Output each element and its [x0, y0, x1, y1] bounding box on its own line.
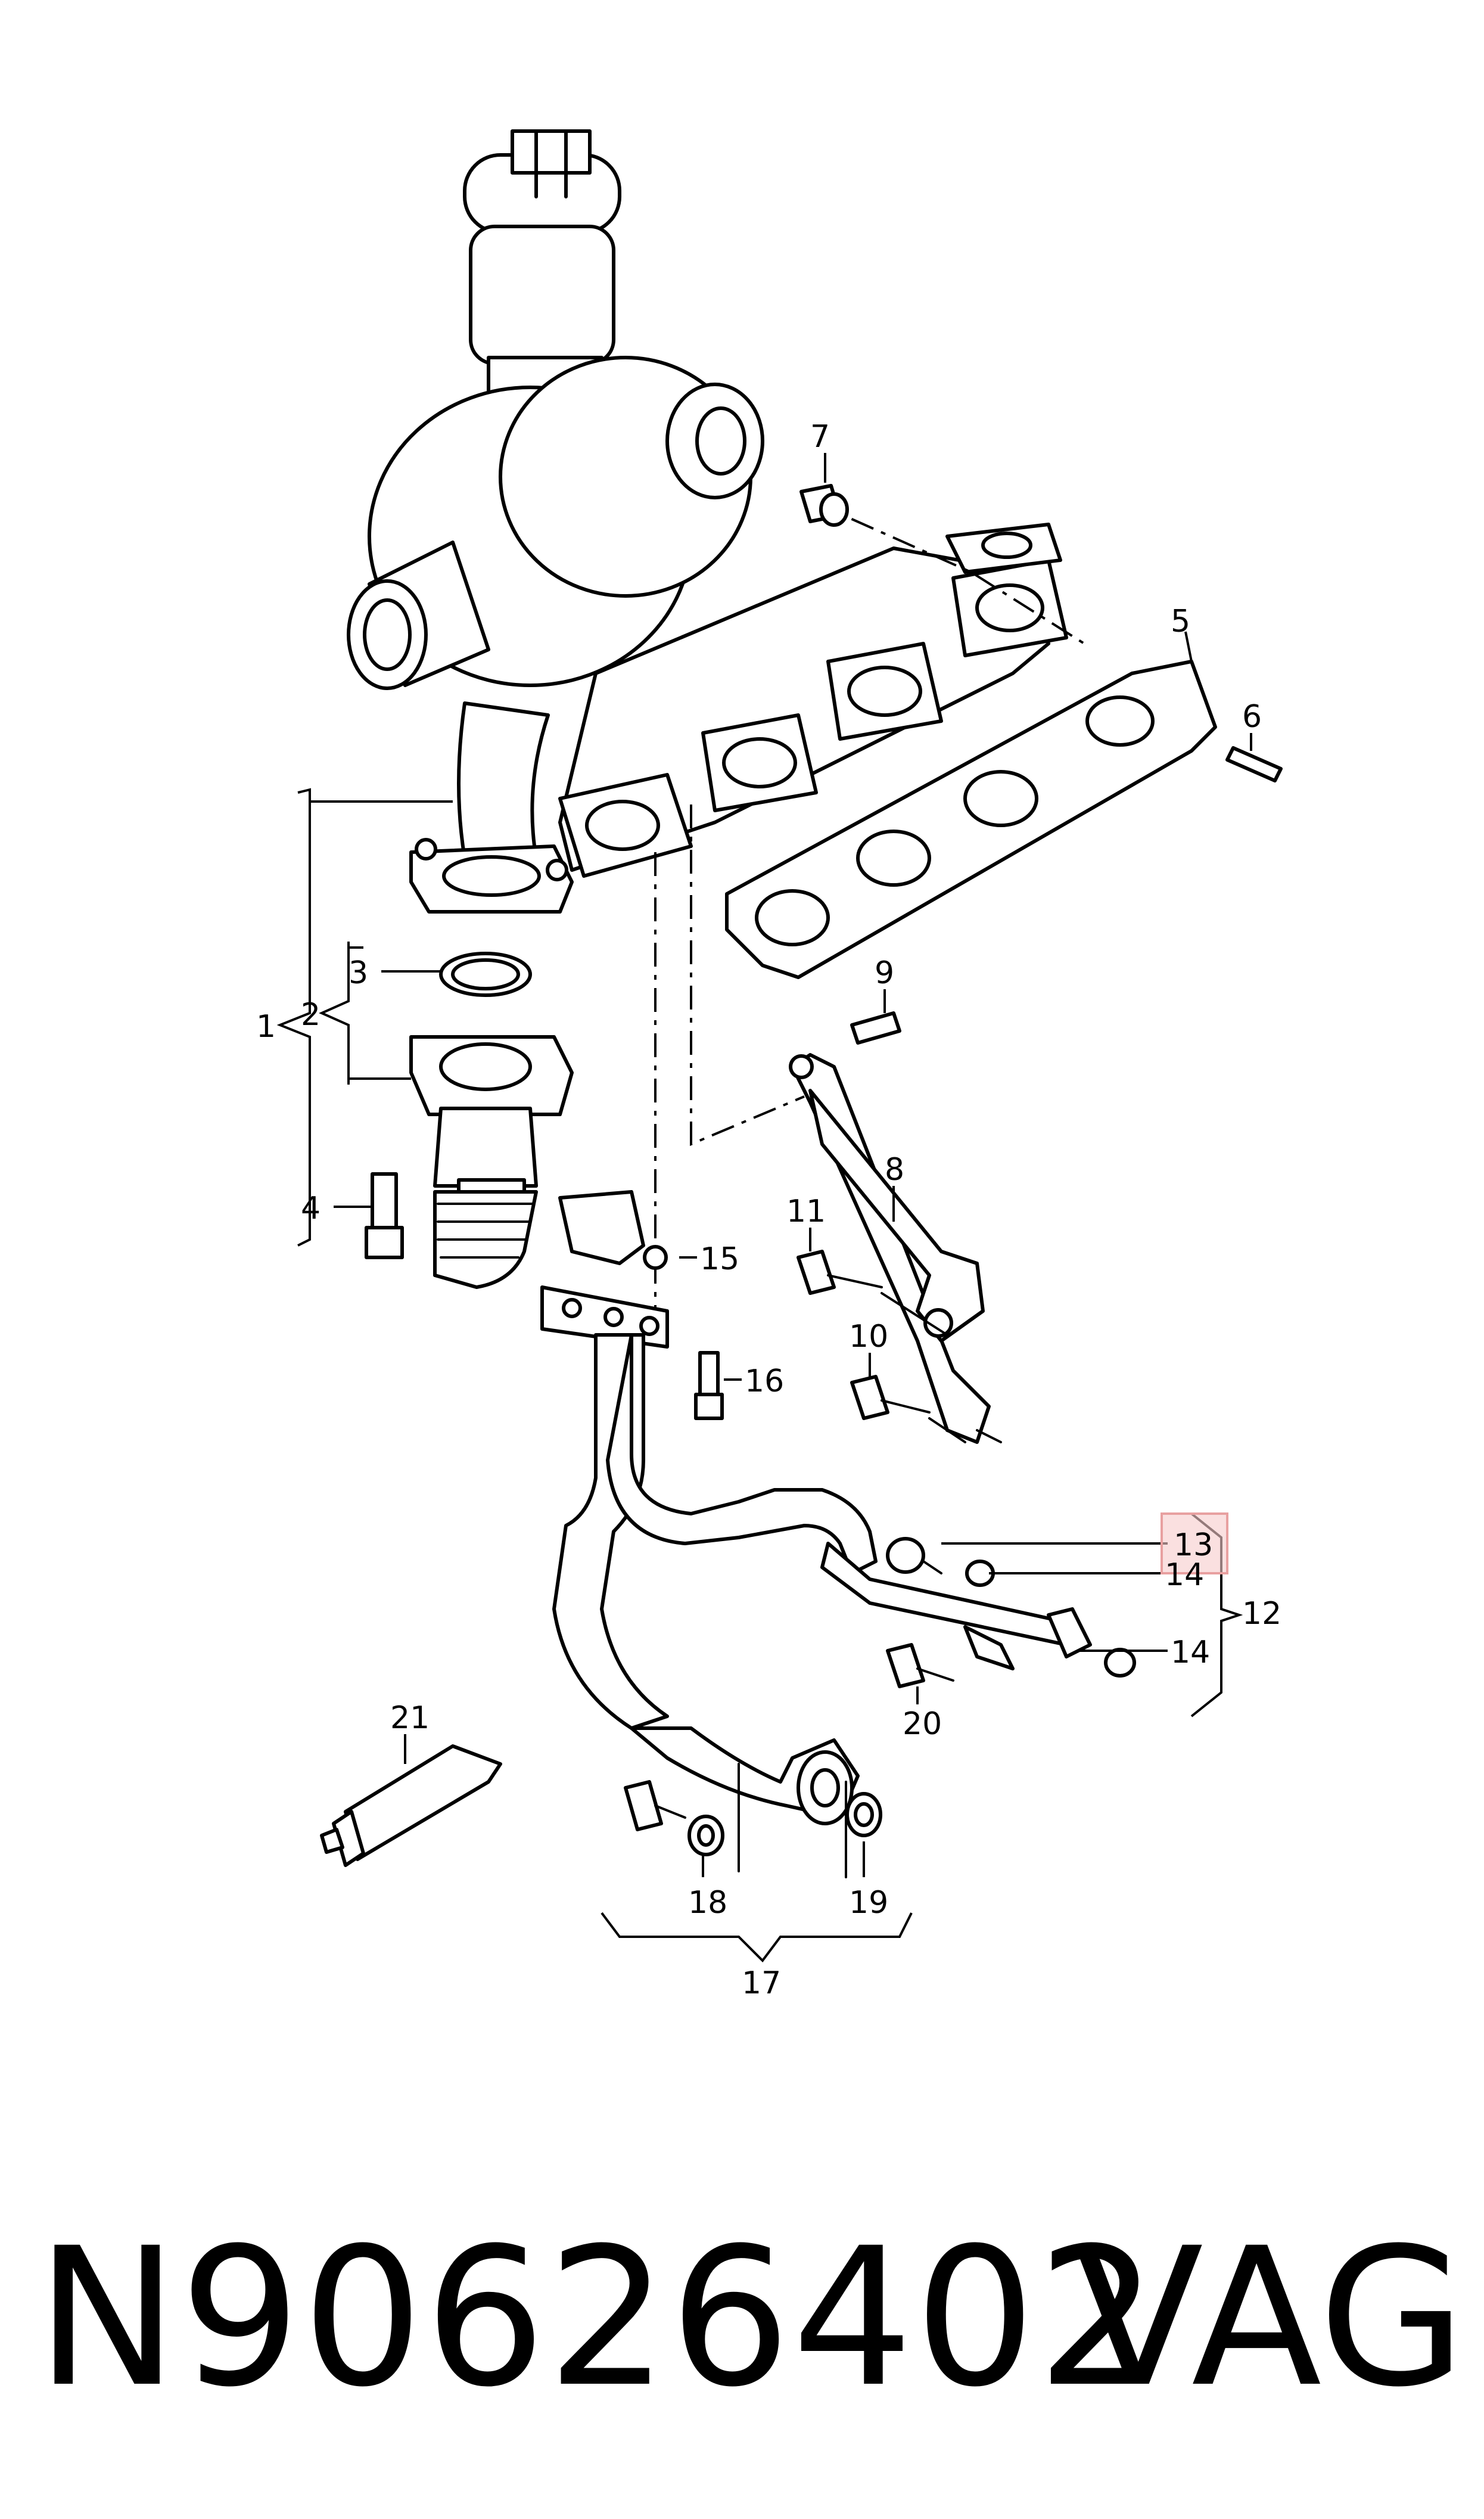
sealant-tube-21 [320, 1734, 502, 1867]
footer: N90626402 VAG [0, 2193, 1484, 2443]
bolt-16 [694, 1351, 742, 1420]
bracket-plate [540, 1285, 669, 1349]
callout-18: 18 [688, 1885, 727, 1921]
callout-11: 11 [786, 1194, 826, 1229]
callout-20: 20 [903, 1706, 942, 1742]
callout-3: 3 [349, 955, 368, 991]
callout-4: 4 [301, 1191, 321, 1226]
callout-17: 17 [742, 1965, 781, 2001]
flange-seal-group [409, 952, 574, 1289]
callout-5: 5 [1171, 604, 1190, 639]
bolt-20 [886, 1643, 954, 1688]
brand-name: VAG [1073, 2207, 1466, 2429]
turbocharger [347, 129, 764, 914]
callout-9: 9 [875, 955, 894, 991]
exhaust-manifold [558, 499, 1085, 878]
manifold-gasket-5 [725, 631, 1217, 979]
callout-19: 19 [849, 1885, 888, 1921]
bolt-4 [334, 1172, 404, 1259]
bracket-8 [789, 1011, 1002, 1444]
callout-12: 12 [1242, 1596, 1281, 1632]
callout-15: 15 [700, 1241, 739, 1277]
callout-8: 8 [885, 1152, 904, 1188]
callout-16: 16 [745, 1363, 784, 1399]
callout-6: 6 [1242, 699, 1262, 735]
bolt-10 [850, 1375, 966, 1443]
bracket-15 [558, 1190, 697, 1270]
callout-14b: 14 [1171, 1635, 1210, 1670]
callout-labels: 1 2 3 4 5 6 7 8 9 10 11 12 13 14 14 15 1… [256, 419, 1281, 2001]
parts-diagram: 1 2 3 4 5 6 7 8 9 10 11 12 13 14 14 15 1… [256, 129, 1283, 2001]
part-number: N90626402 [36, 2207, 1160, 2429]
callout-14a: 14 [1165, 1557, 1204, 1593]
highlight-box-13 [1161, 1512, 1228, 1574]
stud-7 [799, 453, 849, 527]
leader-lines [276, 788, 1243, 1963]
callout-1: 1 [256, 1009, 276, 1045]
stud-6 [1225, 733, 1283, 782]
callout-2: 2 [301, 997, 321, 1033]
callout-10: 10 [849, 1319, 888, 1355]
bolt-11 [797, 1250, 948, 1336]
return-pipe-12 [820, 1537, 1136, 1678]
callout-21: 21 [390, 1700, 430, 1736]
callout-13: 13 [1174, 1527, 1213, 1563]
oil-pipe-17 [552, 1333, 882, 1878]
callout-7: 7 [810, 419, 830, 455]
